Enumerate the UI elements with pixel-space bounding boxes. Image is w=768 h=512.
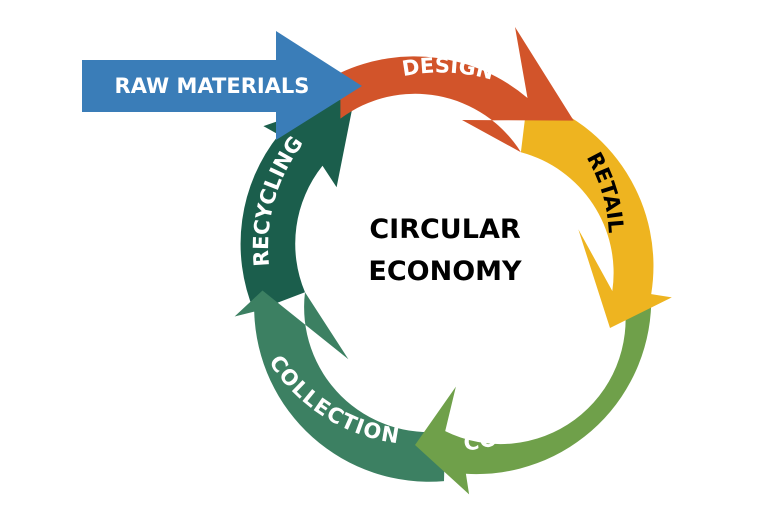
segment-retail-arrow [520,98,672,328]
segment-recycling-arrow [240,94,355,312]
segment-collection-arrow [234,290,446,482]
center-title-line-2: ECONOMY [368,256,522,287]
raw-materials-label: RAW MATERIALS [115,74,310,98]
raw-materials-arrow [82,31,362,140]
segment-consumption-arrow [415,294,652,495]
center-title: CIRCULAR ECONOMY [368,214,522,287]
ring-segments [234,27,672,495]
center-title-line-1: CIRCULAR [369,214,520,245]
segment-design-arrow [340,27,574,153]
